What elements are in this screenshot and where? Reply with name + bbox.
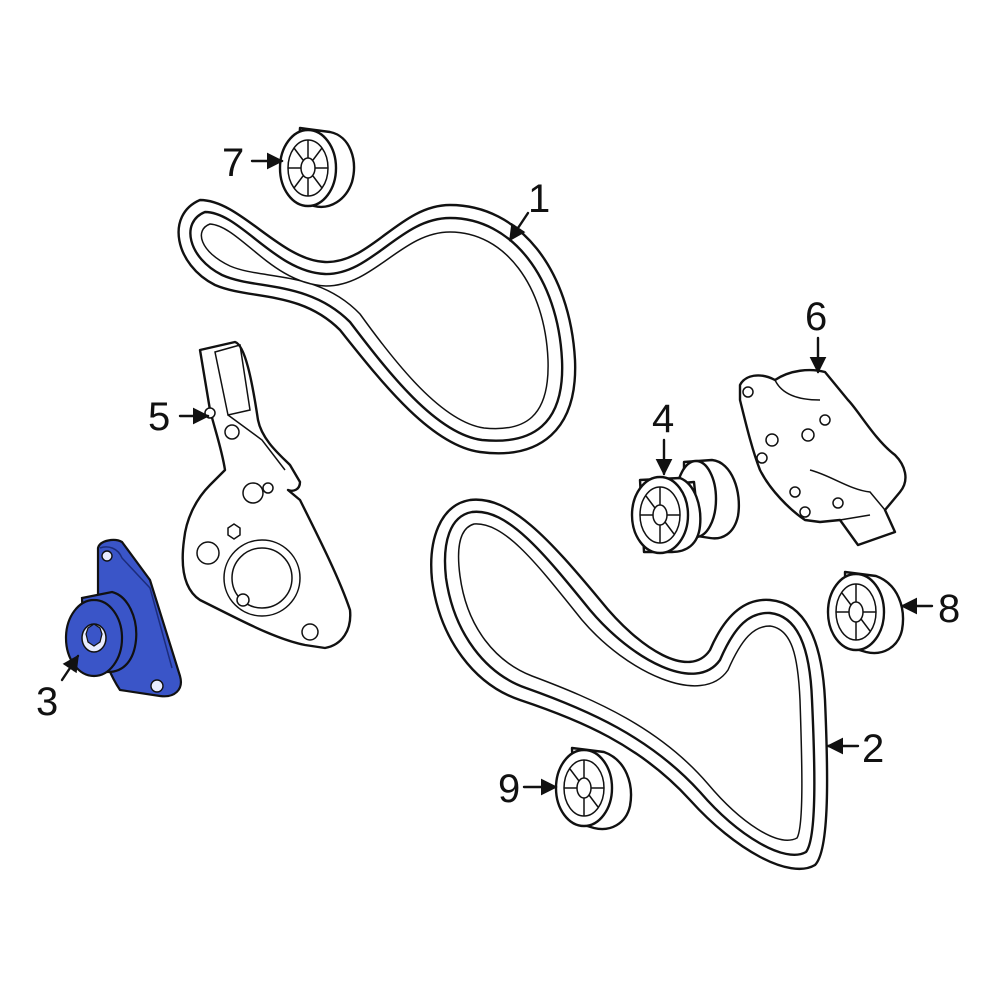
belt-2[interactable] (430, 498, 829, 871)
callout-label-1: 1 (528, 177, 550, 221)
idler-pulley-7[interactable] (278, 126, 356, 209)
idler-pulley-4[interactable] (630, 458, 741, 555)
tensioner-assembly-6[interactable] (738, 368, 907, 547)
idler-pulley-9[interactable] (554, 746, 633, 831)
callout-label-4: 4 (652, 397, 674, 441)
tensioner-3[interactable] (64, 538, 182, 698)
callout-label-6: 6 (805, 295, 827, 339)
callout-label-2: 2 (862, 727, 884, 771)
tensioner-bracket-5[interactable] (181, 340, 352, 650)
callout-label-3: 3 (36, 680, 58, 724)
callout-arrow-3 (60, 654, 80, 682)
callout-label-8: 8 (938, 587, 960, 631)
callout-arrow-1 (508, 211, 530, 242)
callout-label-7: 7 (222, 141, 244, 185)
callout-label-9: 9 (498, 767, 520, 811)
idler-pulley-8[interactable] (826, 570, 905, 655)
callout-label-5: 5 (148, 395, 170, 439)
belt-1[interactable] (177, 198, 577, 455)
